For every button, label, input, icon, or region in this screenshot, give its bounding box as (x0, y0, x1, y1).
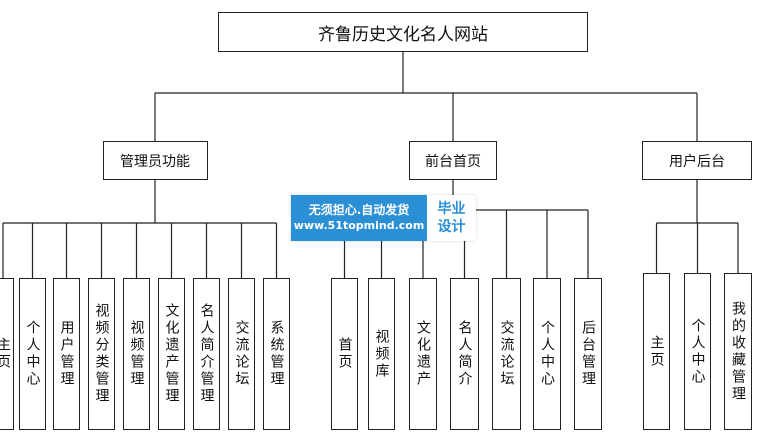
watermark-tag-panel: 毕业 设计 (427, 195, 476, 241)
leaf-node-0-7: 交流论坛 (228, 278, 255, 430)
leaf-node-0-7-label: 交流论坛 (233, 320, 250, 388)
leaf-node-2-2: 我的收藏管理 (724, 273, 752, 430)
leaf-node-2-0: 主页 (643, 273, 670, 430)
leaf-node-0-4: 视频管理 (123, 278, 150, 430)
leaf-node-0-8-label: 系统管理 (268, 320, 285, 388)
leaf-node-0-5: 文化遗产管理 (158, 278, 185, 430)
leaf-node-1-4-label: 交流论坛 (498, 320, 515, 388)
root-node-label: 齐鲁历史文化名人网站 (318, 24, 488, 45)
leaf-node-1-3: 名人简介 (450, 278, 479, 430)
watermark-text-panel: 无须担心.自动发货 www.51topmind.com (291, 195, 427, 241)
leaf-node-0-3-label: 视频分类管理 (93, 303, 110, 405)
leaf-node-1-2-label: 文化遗产 (415, 320, 431, 388)
branch-node-0: 管理员功能 (102, 141, 208, 180)
watermark-url: www.51topmind.com (293, 219, 425, 232)
branch-node-2: 用户后台 (642, 141, 752, 180)
leaf-node-2-1-label: 个人中心 (689, 317, 706, 386)
leaf-node-1-5-label: 个人中心 (539, 320, 555, 388)
leaf-node-0-6-label: 名人简介管理 (198, 303, 215, 405)
branch-node-1: 前台首页 (409, 141, 497, 180)
leaf-node-1-1: 视频库 (368, 278, 395, 430)
leaf-node-2-1: 个人中心 (684, 273, 711, 430)
leaf-node-1-1-label: 视频库 (373, 328, 390, 380)
watermark-banner: 无须担心.自动发货 www.51topmind.com 毕业 设计 (291, 195, 476, 241)
leaf-node-0-8: 系统管理 (263, 278, 290, 430)
watermark-tag2: 设计 (437, 219, 466, 235)
leaf-node-0-1-label: 个人中心 (24, 320, 41, 388)
branch-node-1-label: 前台首页 (425, 153, 481, 170)
branch-node-2-label: 用户后台 (669, 153, 725, 170)
branch-node-0-label: 管理员功能 (120, 153, 190, 170)
leaf-node-1-5: 个人中心 (533, 278, 561, 430)
leaf-node-0-0-label: 主页 (0, 337, 11, 371)
leaf-node-2-0-label: 主页 (648, 334, 665, 369)
leaf-node-0-2: 用户管理 (53, 278, 80, 430)
leaf-node-1-0-label: 首页 (336, 337, 353, 371)
leaf-node-0-6: 名人简介管理 (193, 278, 220, 430)
leaf-node-0-2-label: 用户管理 (58, 320, 75, 388)
leaf-node-0-4-label: 视频管理 (128, 320, 145, 388)
leaf-node-1-6: 后台管理 (574, 278, 602, 430)
leaf-node-0-5-label: 文化遗产管理 (163, 303, 180, 405)
leaf-node-1-0: 首页 (331, 278, 358, 430)
leaf-node-0-3: 视频分类管理 (88, 278, 115, 430)
root-node: 齐鲁历史文化名人网站 (218, 12, 588, 52)
watermark-tag1: 毕业 (437, 201, 466, 217)
watermark-line1: 无须担心.自动发货 (308, 203, 410, 217)
leaf-node-2-2-label: 我的收藏管理 (730, 300, 746, 403)
leaf-node-1-6-label: 后台管理 (580, 320, 596, 388)
leaf-node-1-3-label: 名人简介 (456, 320, 473, 388)
leaf-node-0-1: 个人中心 (19, 278, 46, 430)
leaf-node-0-0: 主页 (0, 278, 14, 430)
leaf-node-1-2: 文化遗产 (409, 278, 437, 430)
leaf-node-1-4: 交流论坛 (492, 278, 521, 430)
